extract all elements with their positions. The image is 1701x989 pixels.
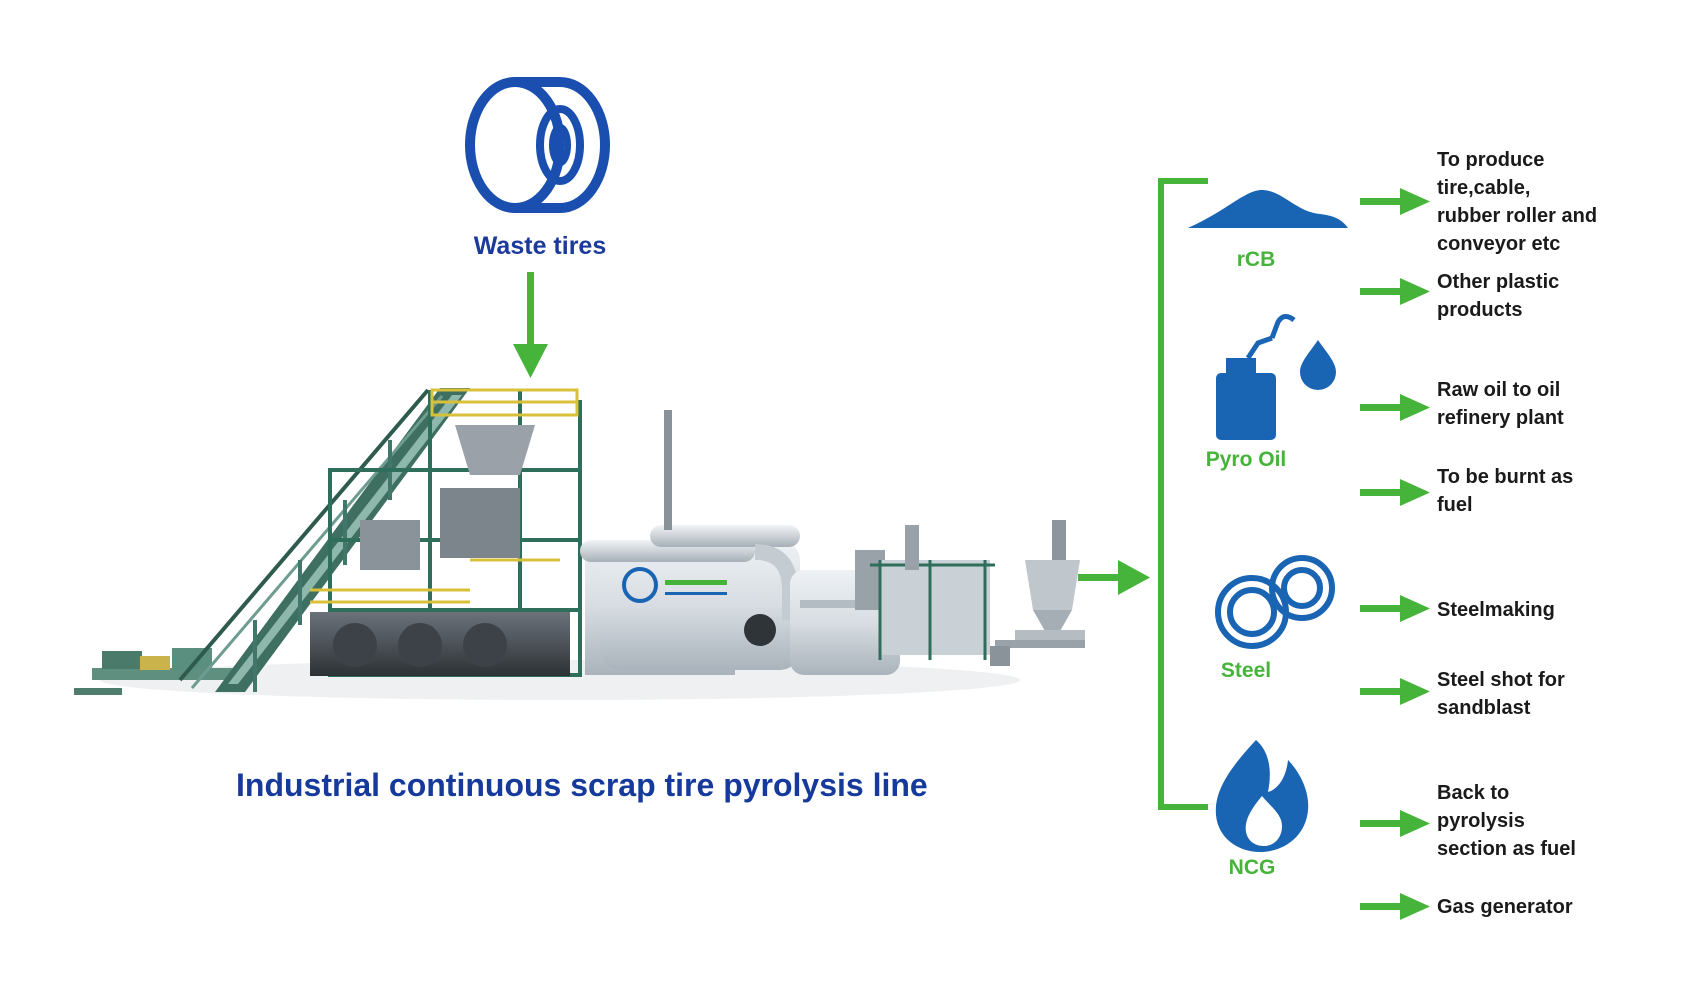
- powder-pile-icon: [1188, 190, 1348, 228]
- feed-arrow: [513, 272, 548, 378]
- product-label-steel: Steel: [1220, 659, 1272, 682]
- use-ncg-pyrolysis-fuel: Back to pyrolysis section as fuel: [1437, 782, 1576, 860]
- oil-can-icon: [1216, 314, 1336, 440]
- plant-to-products-arrow: [1078, 560, 1150, 595]
- flame-icon: [1215, 740, 1309, 852]
- use-ncg-gas-generator: Gas generator: [1437, 896, 1573, 918]
- steel-wire-coil-icon: [1215, 555, 1335, 649]
- use-arrow: [1360, 595, 1430, 622]
- product-label-rcb: rCB: [1236, 248, 1276, 271]
- use-steel-shot: Steel shot for sandblast: [1437, 669, 1565, 719]
- waste-tires-label: Waste tires: [473, 232, 607, 260]
- use-oil-refinery: Raw oil to oil refinery plant: [1437, 379, 1564, 429]
- use-arrows: [1360, 188, 1430, 920]
- product-label-ncg: NCG: [1228, 856, 1276, 879]
- products-bracket: [1158, 178, 1208, 810]
- pyrolysis-plant-illustration: [74, 388, 1085, 700]
- use-arrow: [1360, 678, 1430, 705]
- use-arrow: [1360, 479, 1430, 506]
- tire-icon: [465, 77, 610, 213]
- use-rcb-plastic-products: Other plastic products: [1437, 271, 1560, 321]
- use-arrow: [1360, 810, 1430, 837]
- use-arrow: [1360, 278, 1430, 305]
- use-arrow: [1360, 893, 1430, 920]
- use-rcb-rubber-products: To produce tire,cable, rubber roller and…: [1437, 149, 1598, 255]
- use-oil-fuel: To be burnt as fuel: [1437, 466, 1574, 516]
- use-steel-steelmaking: Steelmaking: [1437, 599, 1555, 621]
- use-arrow: [1360, 394, 1430, 421]
- product-label-pyro-oil: Pyro Oil: [1205, 448, 1287, 471]
- use-arrow: [1360, 188, 1430, 215]
- diagram-title: Industrial continuous scrap tire pyrolys…: [236, 767, 928, 803]
